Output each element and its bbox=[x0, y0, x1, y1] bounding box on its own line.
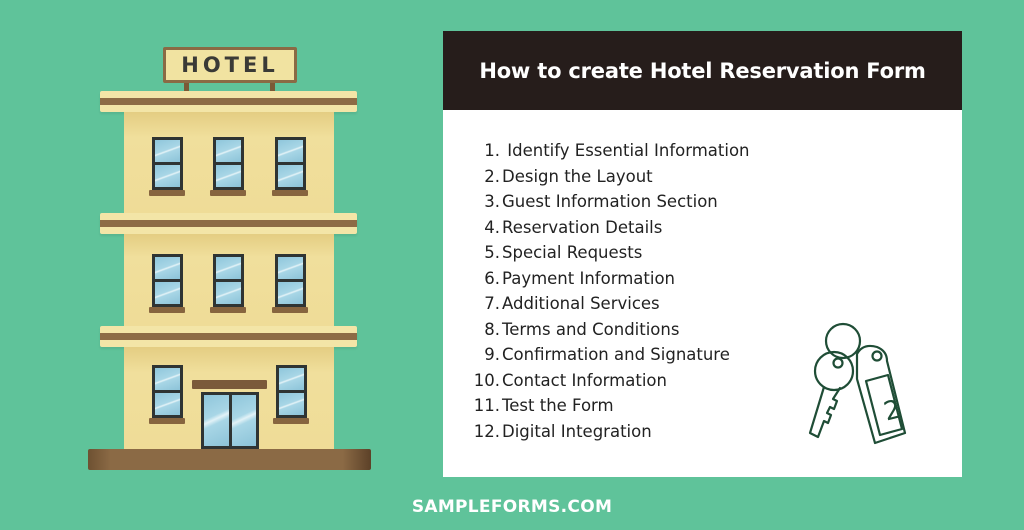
window-sill bbox=[273, 418, 309, 424]
entrance-awning bbox=[192, 380, 267, 389]
window-sill bbox=[149, 190, 185, 196]
step-label: Payment Information bbox=[502, 268, 675, 288]
hotel-building-illustration: HOTEL bbox=[0, 0, 440, 480]
step-number: 9. bbox=[484, 345, 500, 365]
window-sill bbox=[149, 307, 185, 313]
step-number: 10. bbox=[473, 370, 500, 390]
step-item: 12.Digital Integration bbox=[473, 419, 750, 445]
window bbox=[213, 137, 244, 190]
step-number: 2. bbox=[484, 166, 500, 186]
tag-number: 2 bbox=[881, 394, 904, 427]
floor-ledge bbox=[100, 213, 357, 234]
step-item: 10.Contact Information bbox=[473, 368, 750, 394]
card-header: How to create Hotel Reservation Form bbox=[443, 31, 962, 110]
step-item: 8.Terms and Conditions bbox=[473, 317, 750, 343]
steps-card: How to create Hotel Reservation Form 1. … bbox=[443, 31, 962, 477]
hotel-key-tag-icon: 2 bbox=[808, 322, 907, 445]
step-number: 11. bbox=[473, 396, 500, 416]
sign-pole bbox=[270, 83, 275, 91]
window bbox=[276, 365, 307, 418]
window bbox=[152, 137, 183, 190]
step-label: Confirmation and Signature bbox=[502, 345, 730, 365]
step-item: 3.Guest Information Section bbox=[473, 189, 750, 215]
window bbox=[152, 254, 183, 307]
window-sill bbox=[210, 190, 246, 196]
entrance-door bbox=[201, 392, 259, 449]
step-item: 4.Reservation Details bbox=[473, 215, 750, 241]
card-title: How to create Hotel Reservation Form bbox=[479, 58, 926, 83]
window bbox=[275, 254, 306, 307]
step-item: 1. Identify Essential Information bbox=[473, 138, 750, 164]
step-label: Contact Information bbox=[502, 370, 667, 390]
window bbox=[152, 365, 183, 418]
step-number: 3. bbox=[484, 192, 500, 212]
roof-ledge bbox=[100, 91, 357, 112]
step-item: 11.Test the Form bbox=[473, 393, 750, 419]
step-number: 5. bbox=[484, 243, 500, 263]
window-sill bbox=[272, 307, 308, 313]
sign-pole bbox=[184, 83, 189, 91]
floor-ledge bbox=[100, 326, 357, 347]
step-item: 7.Additional Services bbox=[473, 291, 750, 317]
window bbox=[275, 137, 306, 190]
step-label: Reservation Details bbox=[502, 217, 663, 237]
building-base bbox=[88, 449, 371, 470]
window-sill bbox=[149, 418, 185, 424]
step-number: 1. bbox=[484, 141, 500, 161]
step-number: 8. bbox=[484, 319, 500, 339]
window bbox=[213, 254, 244, 307]
step-number: 6. bbox=[484, 268, 500, 288]
step-number: 7. bbox=[484, 294, 500, 314]
step-label: Terms and Conditions bbox=[502, 319, 680, 339]
step-label: Design the Layout bbox=[502, 166, 653, 186]
step-item: 2.Design the Layout bbox=[473, 164, 750, 190]
window-sill bbox=[210, 307, 246, 313]
step-label: Test the Form bbox=[502, 396, 614, 416]
hotel-sign: HOTEL bbox=[163, 47, 297, 83]
hotel-sign-text: HOTEL bbox=[181, 53, 279, 77]
step-label: Digital Integration bbox=[502, 421, 652, 441]
step-number: 12. bbox=[473, 421, 500, 441]
step-label: Guest Information Section bbox=[502, 192, 718, 212]
step-label: Additional Services bbox=[502, 294, 660, 314]
step-item: 9.Confirmation and Signature bbox=[473, 342, 750, 368]
footer-brand: SAMPLEFORMS.COM bbox=[411, 497, 613, 517]
step-item: 6.Payment Information bbox=[473, 266, 750, 292]
step-item: 5.Special Requests bbox=[473, 240, 750, 266]
step-label: Special Requests bbox=[502, 243, 643, 263]
step-label: Identify Essential Information bbox=[502, 141, 750, 161]
step-number: 4. bbox=[484, 217, 500, 237]
window-sill bbox=[272, 190, 308, 196]
steps-list: 1. Identify Essential Information 2.Desi… bbox=[473, 138, 750, 444]
